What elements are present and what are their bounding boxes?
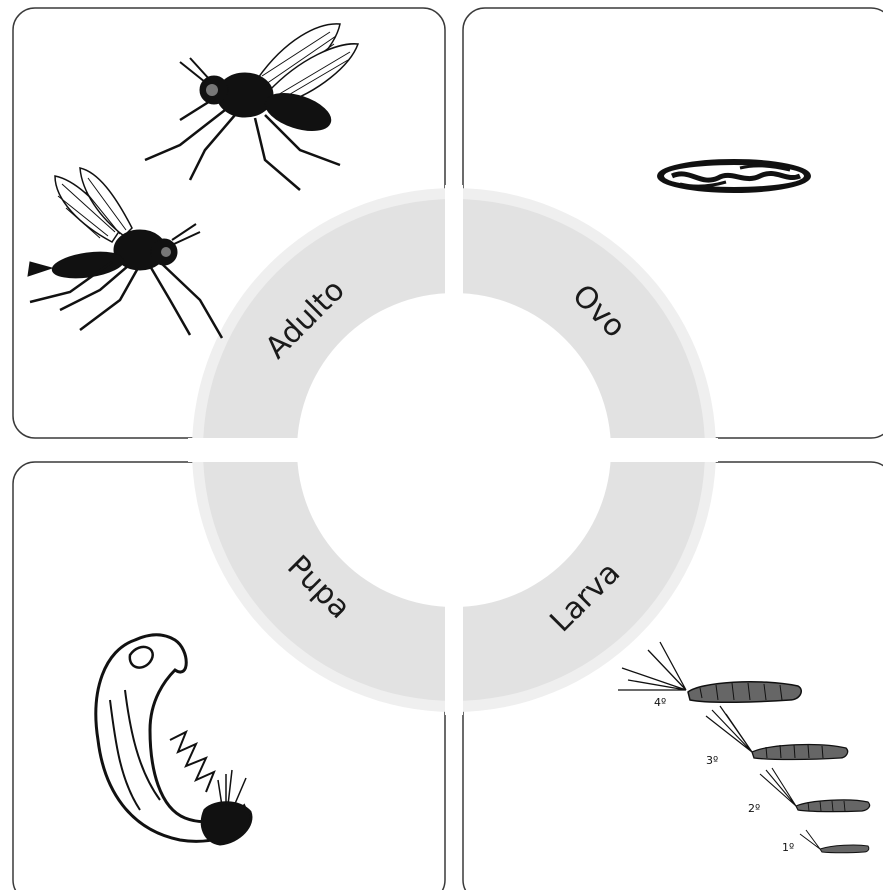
instar-label-2: 2º <box>748 802 760 815</box>
egg-illustration <box>658 160 810 192</box>
instar-label-1: 1º <box>782 841 794 854</box>
instar-label-4: 4º <box>654 696 666 709</box>
instar-label-3: 3º <box>706 754 718 767</box>
